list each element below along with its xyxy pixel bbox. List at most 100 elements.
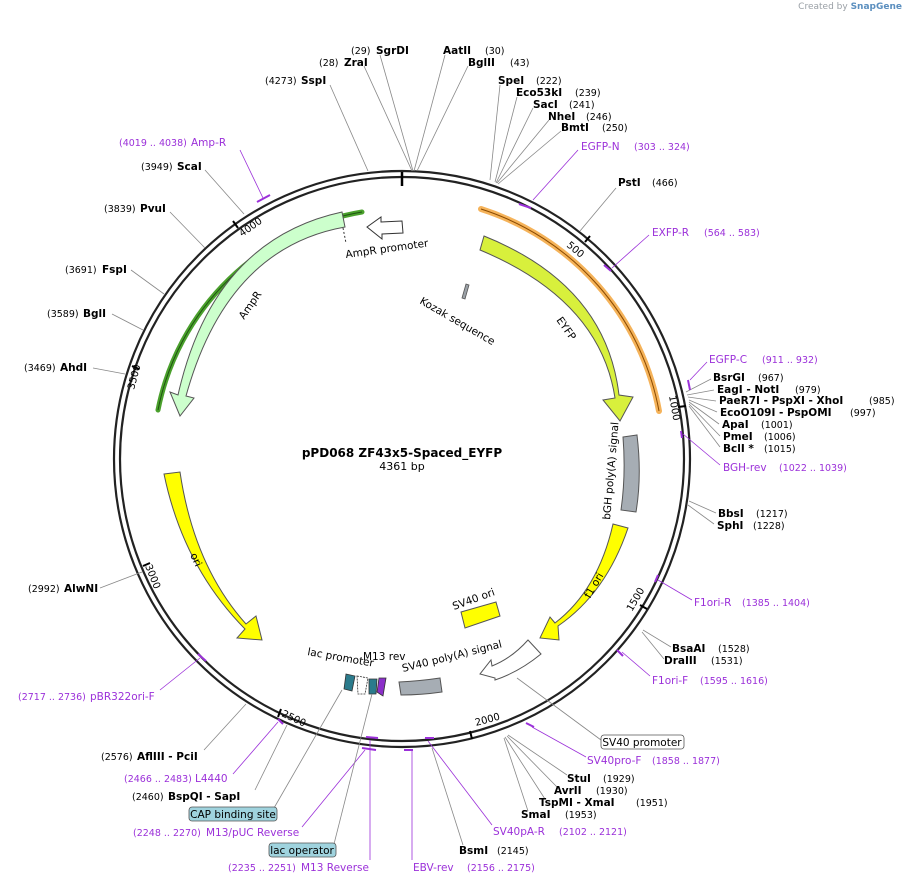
- enzyme-pmei: PmeI: [723, 431, 753, 443]
- primer-amp-r: Amp-R: [191, 137, 226, 149]
- leader-draiii: [641, 631, 665, 660]
- enzyme-pvui: PvuI: [140, 203, 166, 215]
- primer-leader-m13-puc-reverse: [301, 749, 366, 828]
- primer-mark-f1ori-r: [654, 574, 659, 583]
- leader-cap-binding-site: [273, 689, 343, 809]
- enzyme-pos-ahdi: (3469): [24, 363, 56, 374]
- primer-range-f1ori-r: (1385 .. 1404): [742, 598, 810, 609]
- enzyme-psti: PstI: [618, 177, 641, 189]
- leader-sv40-promoter: [516, 677, 602, 741]
- primer-mark-m13-puc-reverse: [361, 747, 377, 751]
- primer-mark-egfp-n: [518, 203, 532, 209]
- enzyme-bsrgi: BsrGI: [713, 372, 745, 384]
- lac-promoter-feature-arrow: [356, 675, 369, 695]
- primer-mark-amp-r: [256, 194, 271, 203]
- leader-pvui: [169, 211, 206, 249]
- eyfp-feature-arrow: [479, 235, 634, 422]
- leader-fspi: [130, 269, 165, 295]
- primer-l4440: L4440: [195, 773, 228, 785]
- enzyme-fspi: FspI: [102, 264, 127, 276]
- leader-smai: [503, 737, 529, 812]
- cap-binding-site-box: [188, 806, 278, 822]
- enzyme-pos-aatii: (30): [485, 46, 505, 57]
- enzyme-bsaai: BsaAI: [672, 643, 705, 655]
- leader-bsaai: [642, 629, 672, 648]
- leader-bspqi: [254, 724, 288, 791]
- enzyme-pos-ecoo109i: (997): [850, 408, 876, 419]
- primer-egfp-n: EGFP-N: [581, 141, 620, 153]
- enzyme-zrai: ZraI: [344, 57, 368, 69]
- lac-operator-box: [268, 842, 337, 858]
- primer-bgh-rev: BGH-rev: [723, 462, 767, 474]
- enzyme-pos-eco53ki: (239): [575, 88, 601, 99]
- enzyme-pos-bcli: (1015): [764, 444, 796, 455]
- enzyme-stui: StuI: [567, 773, 591, 785]
- enzyme-draiii: DraIII: [664, 655, 697, 667]
- enzyme-pos-eagi-noti: (979): [795, 385, 821, 396]
- enzyme-pos-bmti: (250): [602, 123, 628, 134]
- enzyme-pos-apai: (1001): [761, 420, 793, 431]
- primer-sv40pro-f: SV40pro-F: [587, 755, 641, 767]
- enzyme-pos-paer7i: (985): [869, 396, 895, 407]
- enzyme-bbsi: BbsI: [718, 508, 744, 520]
- enzyme-ahdi: AhdI: [60, 362, 87, 374]
- primer-range-f1ori-f: (1595 .. 1616): [700, 676, 768, 687]
- primer-mark-l4440: [277, 718, 284, 725]
- enzyme-pos-smai: (1953): [565, 810, 597, 821]
- leader-spei: [489, 84, 501, 181]
- primer-range-m13-reverse: (2235 .. 2251): [228, 863, 296, 874]
- sv40-polya-gray-feature: [398, 677, 443, 696]
- primer-mark-m13-reverse: [365, 736, 379, 739]
- primer-mark-sv40pro-f: [525, 722, 535, 728]
- enzyme-pos-stui: (1929): [603, 774, 635, 785]
- ampr-feature-arrow: [169, 211, 346, 417]
- tick-label-2000: 2000: [474, 712, 501, 729]
- primer-leader-amp-r: [239, 149, 264, 199]
- lac-operator-label: lac operator: [270, 845, 334, 857]
- enzyme-eagi-noti: EagI - NotI: [717, 384, 779, 396]
- primer-leader-pbr322ori-f: [159, 657, 201, 691]
- snapgene-credit: Created by SnapGene: [798, 2, 902, 12]
- f1-ori-feature-arrow: [539, 523, 629, 641]
- enzyme-pos-tspmi-xmai: (1951): [636, 798, 668, 809]
- leader-zrai: [363, 65, 413, 172]
- tick-label-1500: 1500: [625, 586, 647, 614]
- primer-range-sv40pro-f: (1858 .. 1877): [652, 756, 720, 767]
- ori-feature-arrow: [163, 471, 263, 641]
- tick-label-1000: 1000: [666, 395, 681, 422]
- leader-pmei: [688, 403, 721, 437]
- leader-bcli: [688, 405, 721, 448]
- enzyme-ecoo109i: EcoO109I - PspOMI: [720, 407, 832, 419]
- leader-nhei: [496, 119, 550, 184]
- m13-rev-feature-arrow: [376, 677, 387, 697]
- enzyme-avrii: AvrII: [554, 785, 582, 797]
- feature-label-kozak: Kozak sequence: [418, 295, 497, 348]
- primer-range-l4440: (2466 .. 2483): [124, 774, 192, 785]
- primer-sv40pa-r: SV40pA-R: [493, 826, 545, 838]
- enzyme-saci: SacI: [533, 99, 558, 111]
- primer-pbr322ori-f: pBR322ori-F: [90, 691, 155, 703]
- primer-range-pbr322ori-f: (2717 .. 2736): [18, 692, 86, 703]
- tick-500: [584, 235, 591, 243]
- primer-leader-bgh-rev: [682, 433, 721, 466]
- leader-bbsi: [688, 500, 717, 514]
- lac-operator-feature: [368, 678, 378, 695]
- leader-bsmi: [431, 747, 464, 846]
- enzyme-sspi: SspI: [301, 75, 326, 87]
- primer-range-egfp-n: (303 .. 324): [634, 142, 690, 153]
- plasmid-length: 4361 bp: [379, 460, 424, 473]
- enzyme-pos-pmei: (1006): [764, 432, 796, 443]
- enzyme-group-right-lower: BbsI (1217) SphI (1228) BsaAI (1528) Dra…: [641, 500, 788, 667]
- leader-lac-operator: [333, 693, 373, 845]
- primer-mark-bgh-rev: [680, 430, 683, 439]
- enzyme-pos-bbsi: (1217): [756, 509, 788, 520]
- enzyme-spei: SpeI: [498, 75, 524, 87]
- leader-aatii: [413, 54, 446, 172]
- tick-3000: [142, 562, 151, 567]
- feature-label-lac-promoter: lac promoter: [306, 646, 375, 670]
- cap-binding-feature: [343, 673, 356, 692]
- eyfp-highlight-core: [480, 208, 660, 412]
- enzyme-bspqi-sapi: BspQI - SapI: [168, 791, 240, 803]
- feature-label-bgh-polya: bGH poly(A) signal: [601, 422, 621, 521]
- feature-label-ori: ori: [187, 551, 204, 568]
